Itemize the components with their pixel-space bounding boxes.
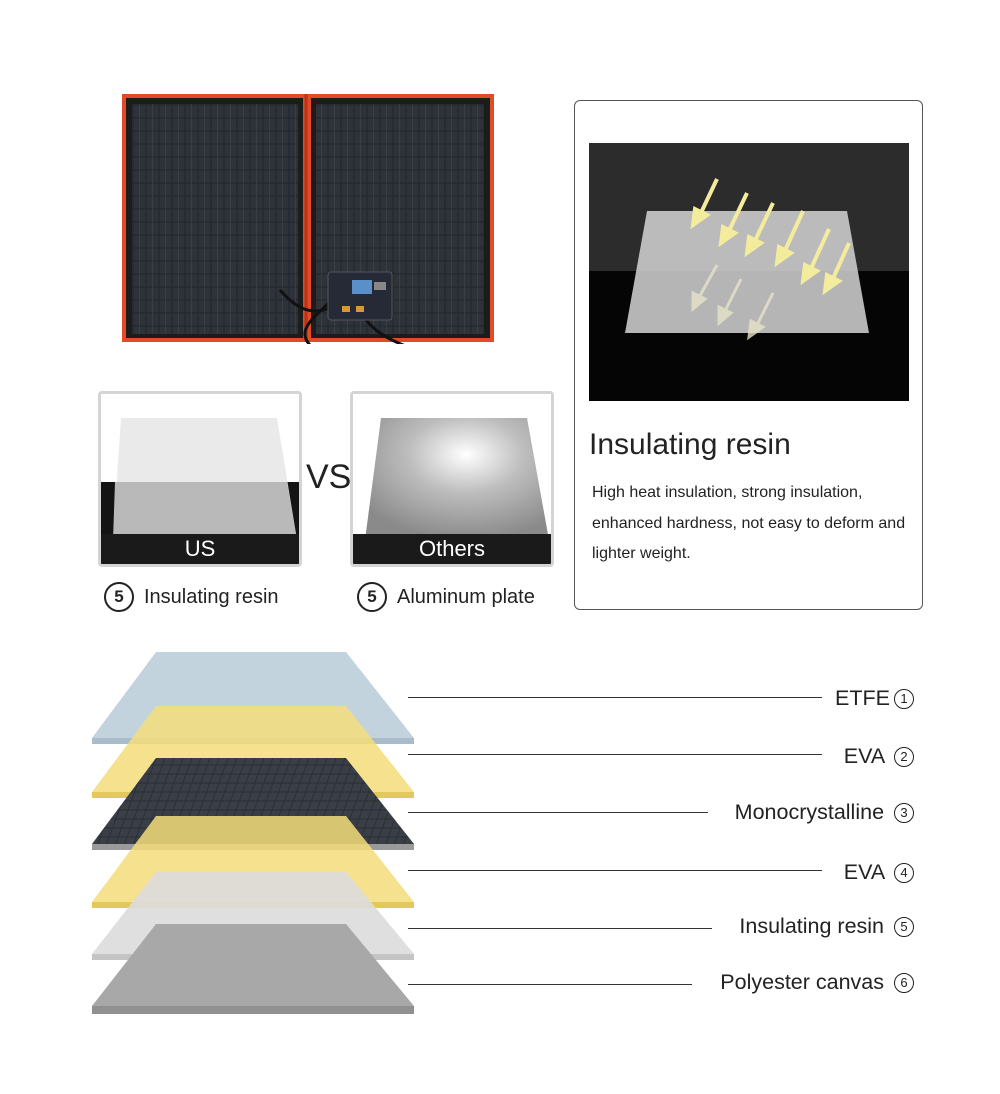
- us-note: 5 Insulating resin: [104, 582, 279, 612]
- monocrystalline-leader-line: [408, 812, 708, 813]
- layer-number: 2: [894, 747, 914, 767]
- polyester-canvas-layer: [92, 924, 414, 1006]
- others-note: 5 Aluminum plate: [357, 582, 535, 612]
- us-comparison-card: US: [98, 391, 302, 567]
- others-caption: Others: [353, 534, 551, 564]
- number-badge: 5: [357, 582, 387, 612]
- layer-label-polyester-canvas: Polyester canvas 6: [720, 970, 914, 995]
- layer-number: 4: [894, 863, 914, 883]
- layer-name: EVA: [843, 860, 890, 884]
- layer-number: 1: [894, 689, 914, 709]
- insulating-resin-sample-image: [101, 394, 299, 564]
- heat-insulation-diagram: [589, 143, 909, 401]
- layer-label-insulating-resin: Insulating resin 5: [739, 914, 914, 939]
- layer-name: Polyester canvas: [720, 970, 890, 994]
- layer-name: EVA: [843, 744, 890, 768]
- layer-number: 5: [894, 917, 914, 937]
- layer-name: Insulating resin: [739, 914, 890, 938]
- layer-number: 3: [894, 803, 914, 823]
- light-arrows: [690, 178, 851, 296]
- layer-number: 6: [894, 973, 914, 993]
- layer-label-eva-top: EVA 2: [844, 744, 914, 769]
- info-card-body: High heat insulation, strong insulation,…: [592, 484, 906, 562]
- vs-label: VS: [306, 458, 352, 496]
- etfe-leader-line: [408, 697, 822, 698]
- insulating-resin-info-card: [574, 100, 923, 610]
- panel-layer-stack: [92, 652, 414, 1014]
- layer-label-eva-bottom: EVA 4: [844, 860, 914, 885]
- charge-controller: [327, 271, 393, 321]
- eva-bottom-leader-line: [408, 870, 822, 871]
- folding-solar-panel-image: [122, 94, 494, 344]
- layer-label-monocrystalline: Monocrystalline 3: [735, 800, 914, 825]
- others-comparison-card: Others: [350, 391, 554, 567]
- others-note-label: Aluminum plate: [397, 585, 535, 608]
- layer-name: ETFE: [835, 686, 890, 710]
- number-badge: 5: [104, 582, 134, 612]
- us-caption: US: [101, 534, 299, 564]
- layer-name: Monocrystalline: [734, 800, 890, 824]
- eva-top-leader-line: [408, 754, 822, 755]
- insulating-resin-leader-line: [408, 928, 712, 929]
- info-card-title: Insulating resin: [589, 428, 791, 461]
- us-note-label: Insulating resin: [144, 585, 279, 608]
- polyester-canvas-leader-line: [408, 984, 692, 985]
